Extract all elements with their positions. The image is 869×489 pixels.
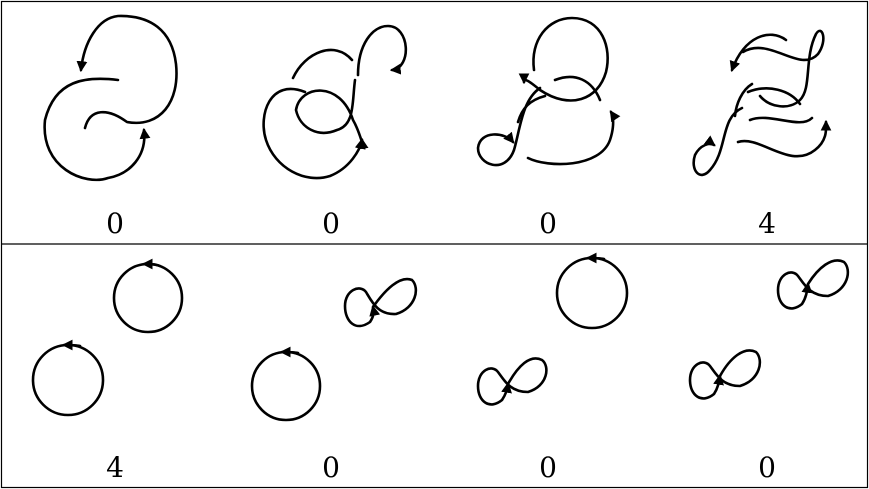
unknot-and-figure-eight-icon: [476, 252, 629, 406]
cell-value-r1c3: 0: [539, 207, 557, 240]
unknot-icon: [555, 256, 629, 330]
diagram-cell-r2c4: [688, 259, 850, 400]
two-figure-eights-icon: [688, 259, 850, 400]
unknot-icon: [112, 262, 184, 334]
diagram-cell-r1c4: [692, 29, 832, 177]
two-loop-link-icon: [43, 14, 178, 182]
twisted-two-component-link-icon: [692, 29, 832, 177]
diagram-cell-r2c3: [476, 252, 629, 406]
diagram-cell-r2c2: [250, 277, 418, 422]
cell-value-r1c4: 4: [758, 207, 776, 240]
diagram-cell-r1c1: [43, 14, 178, 182]
diagram-cell-r1c3: [476, 16, 621, 167]
cell-value-r2c2: 0: [322, 451, 340, 484]
cell-value-r2c4: 0: [758, 451, 776, 484]
two-loop-link-with-kink-icon: [262, 24, 408, 180]
split-unknots-icon: [31, 258, 184, 417]
two-loop-link-with-kink-icon: [476, 16, 621, 167]
cell-value-r1c2: 0: [322, 207, 340, 240]
cell-value-r1c1: 0: [106, 207, 124, 240]
cell-value-r2c1: 4: [106, 451, 124, 484]
unknot-icon: [250, 350, 322, 422]
unknot-icon: [31, 343, 105, 417]
diagram-cell-r1c2: [262, 24, 408, 180]
diagram-cell-r2c1: [31, 258, 184, 417]
cell-value-r2c3: 0: [539, 451, 557, 484]
unknot-and-figure-eight-icon: [250, 277, 418, 422]
